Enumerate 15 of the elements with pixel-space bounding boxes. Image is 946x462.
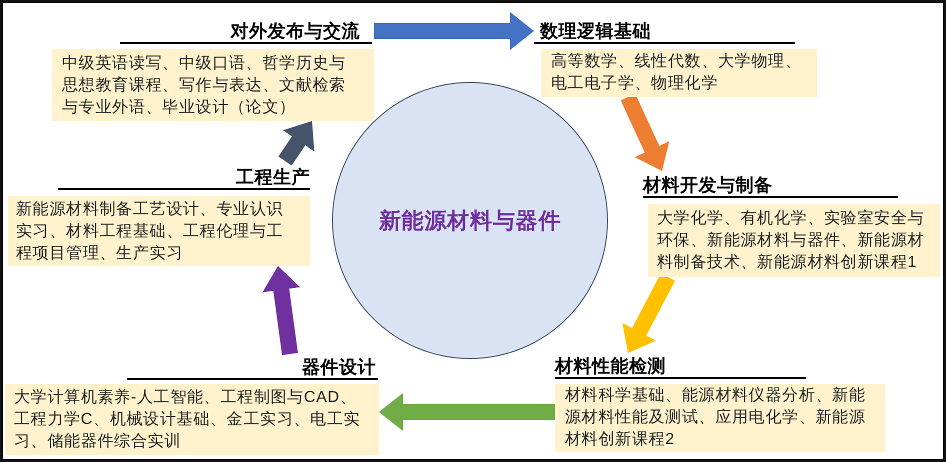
- section-heading: 材料性能检测: [555, 353, 806, 379]
- course-list-panel: 中级英语读写、中级口语、哲学历史与思想教育课程、写作与表达、文献检索与专业外语、毕业设计（论文）: [52, 49, 374, 121]
- course-list-panel: 新能源材料制备工艺设计、专业认识实习、材料工程基础、工程伦理与工程项目管理、生产实习: [8, 196, 310, 266]
- course-list-panel: 大学化学、有机化学、实验室安全与环保、新能源材料与器件、新能源材料制备技术、新能源材料创新课程1: [648, 204, 940, 277]
- arrow: [262, 264, 300, 356]
- arrow: [379, 393, 555, 431]
- section-heading: 工程生产: [58, 161, 310, 190]
- section-heading: 数理逻辑基础: [534, 19, 795, 44]
- section-heading: 材料开发与制备: [643, 171, 898, 198]
- section-heading: 器件设计: [127, 354, 378, 380]
- section-heading: 对外发布与交流: [120, 19, 372, 44]
- course-list-panel: 材料科学基础、能源材料仪器分析、新能源材料性能及测试、应用电化学、新能源材料创新课程2: [555, 384, 885, 452]
- course-list-panel: 大学计算机素养-人工智能、工程制图与CAD、工程力学C、机械设计基础、金工实习、电工实习、储能器件综合实训: [5, 384, 379, 455]
- arrow: [374, 12, 534, 50]
- course-list-panel: 高等数学、线性代数、大学物理、电工电子学、物理化学: [541, 49, 817, 97]
